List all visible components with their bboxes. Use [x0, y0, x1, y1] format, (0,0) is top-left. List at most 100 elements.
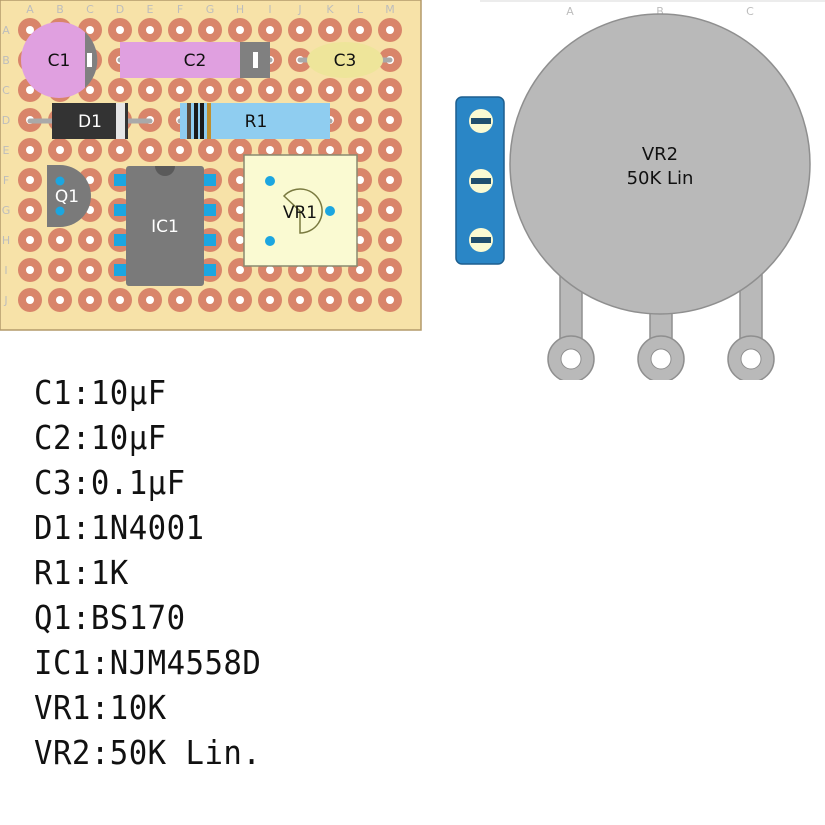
pad-hole-JE [296, 146, 304, 154]
column-label-A: A [26, 3, 34, 16]
pad-hole-HH [236, 236, 244, 244]
pad-hole-LG [356, 206, 364, 214]
pad-hole-FE [176, 146, 184, 154]
row-label-B: B [2, 54, 10, 67]
pad-hole-HA [236, 26, 244, 34]
vr2-value-label: 50K Lin [627, 168, 694, 189]
pad-hole-CF [86, 176, 94, 184]
column-label-C: C [86, 3, 94, 16]
parts-list-item: Q1:BS170 [34, 598, 186, 637]
pad-hole-CI [86, 266, 94, 274]
pot-lug-labels: A B C [566, 5, 754, 18]
pad-hole-FA [176, 26, 184, 34]
pad-hole-AE [26, 146, 34, 154]
capacitor-c3: C3 [307, 42, 383, 78]
pad-hole-II [266, 266, 274, 274]
pad-hole-AC [26, 86, 34, 94]
pad-hole-FJ [176, 296, 184, 304]
pad-hole-EA [146, 26, 154, 34]
c2-label: C2 [184, 51, 207, 71]
parts-list-item: C3:0.1μF [34, 463, 186, 502]
pad-hole-HJ [236, 296, 244, 304]
column-label-J: J [297, 3, 301, 16]
row-label-A: A [2, 24, 10, 37]
pad-hole-AA [26, 26, 34, 34]
column-label-E: E [147, 3, 154, 16]
pad-hole-ME [386, 146, 394, 154]
pad-hole-LJ [356, 296, 364, 304]
pad-hole-AI [26, 266, 34, 274]
pad-hole-JI [296, 266, 304, 274]
parts-list-item: VR2:50K Lin. [34, 733, 262, 772]
c1-label: C1 [48, 51, 71, 71]
pad-hole-LF [356, 176, 364, 184]
pad-hole-EJ [146, 296, 154, 304]
pad-hole-CH [86, 236, 94, 244]
pad-hole-MH [386, 236, 394, 244]
pad-hole-KI [326, 266, 334, 274]
row-label-H: H [2, 234, 10, 247]
pad-hole-LA [356, 26, 364, 34]
parts-list-item: C1:10μF [34, 373, 167, 412]
pad-hole-EC [146, 86, 154, 94]
lug-label-a: A [566, 5, 574, 18]
pad-hole-JA [296, 26, 304, 34]
capacitor-c2: C2 [120, 42, 270, 78]
column-label-H: H [236, 3, 244, 16]
pad-hole-GJ [206, 296, 214, 304]
pad-hole-IA [266, 26, 274, 34]
lug-label-c: C [746, 5, 754, 18]
column-label-L: L [357, 3, 364, 16]
vr1-label: VR1 [283, 203, 317, 223]
pad-hole-HG [236, 206, 244, 214]
pad-hole-DA [116, 26, 124, 34]
trimmer-vr1: VR1 [243, 154, 358, 267]
row-label-F: F [3, 174, 9, 187]
d1-label: D1 [78, 112, 102, 132]
pad-hole-KJ [326, 296, 334, 304]
pad-hole-AH [26, 236, 34, 244]
pad-hole-AJ [26, 296, 34, 304]
row-label-D: D [2, 114, 10, 127]
pad-hole-IE [266, 146, 274, 154]
pad-hole-BJ [56, 296, 64, 304]
pad-hole-IJ [266, 296, 274, 304]
q1-label: Q1 [55, 187, 79, 207]
pad-hole-GE [206, 146, 214, 154]
column-label-B: B [56, 3, 64, 16]
pad-hole-LE [356, 146, 364, 154]
pad-hole-AF [26, 176, 34, 184]
pad-hole-GA [206, 26, 214, 34]
pad-hole-LC [356, 86, 364, 94]
pad-hole-HC [236, 86, 244, 94]
parts-list: C1:10μF C2:10μF C3:0.1μF D1:1N4001 R1:1K… [34, 370, 278, 775]
pad-hole-HE [236, 146, 244, 154]
potentiometer-vr2: VR2 50K Lin [509, 13, 811, 315]
pad-hole-MC [386, 86, 394, 94]
pad-hole-CC [86, 86, 94, 94]
pad-hole-DJ [116, 296, 124, 304]
column-label-K: K [326, 3, 334, 16]
row-label-E: E [3, 144, 10, 157]
pad-hole-MI [386, 266, 394, 274]
ic-ic1: IC1 [114, 166, 216, 286]
pad-hole-IC [266, 86, 274, 94]
parts-list-item: C2:10μF [34, 418, 167, 457]
pad-hole-LI [356, 266, 364, 274]
pad-hole-KA [326, 26, 334, 34]
column-label-I: I [268, 3, 271, 16]
pad-hole-AG [26, 206, 34, 214]
pad-hole-KE [326, 146, 334, 154]
column-label-G: G [206, 3, 215, 16]
pad-hole-BI [56, 266, 64, 274]
vr2-name-label: VR2 [642, 144, 678, 165]
parts-list-item: R1:1K [34, 553, 129, 592]
capacitor-c1: C1 [21, 22, 98, 98]
pad-hole-CJ [86, 296, 94, 304]
pad-hole-HI [236, 266, 244, 274]
pad-hole-GC [206, 86, 214, 94]
pad-hole-BH [56, 236, 64, 244]
pad-hole-DE [116, 146, 124, 154]
